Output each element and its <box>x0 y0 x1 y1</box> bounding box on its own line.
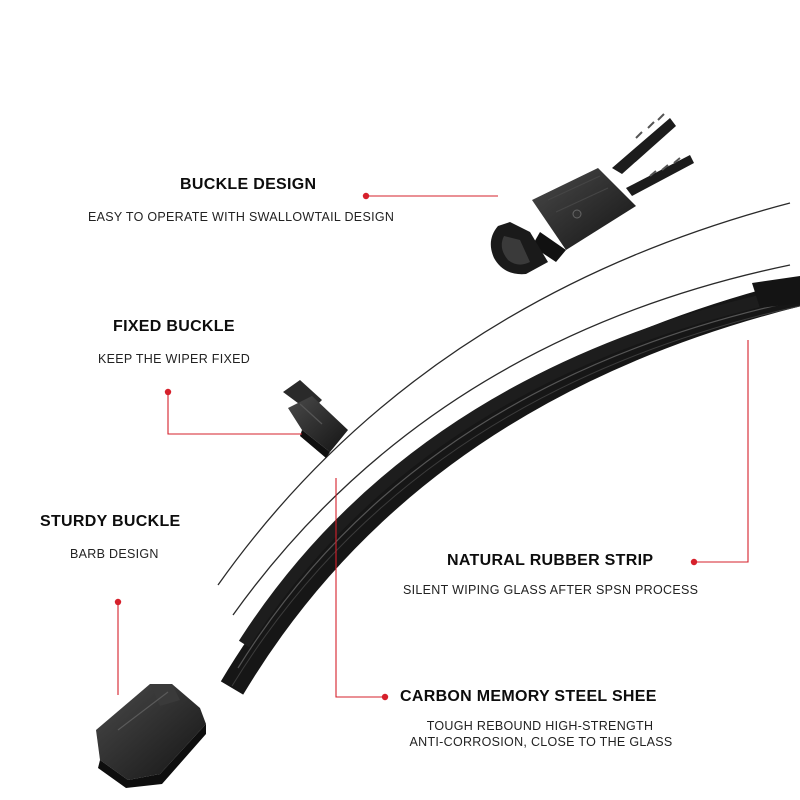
fixed-buckle-title: FIXED BUCKLE <box>113 318 235 335</box>
fixed-buckle-component <box>283 380 348 458</box>
fixed-buckle-subtitle: KEEP THE WIPER FIXED <box>98 352 251 366</box>
sturdy-buckle-component <box>96 684 206 788</box>
sturdy-buckle-title: STURDY BUCKLE <box>40 513 181 530</box>
buckle-design-subtitle: EASY TO OPERATE WITH SWALLOWTAIL DESIGN <box>88 210 395 224</box>
rubber-strip-subtitle: SILENT WIPING GLASS AFTER SPSN PROCESS <box>403 583 699 597</box>
steel-sheet-subtitle-line2: ANTI-CORROSION, CLOSE TO THE GLASS <box>409 735 673 749</box>
steel-leader <box>335 478 382 698</box>
steel-sheet-title: CARBON MEMORY STEEL SHEE <box>400 688 657 705</box>
steel-wire-lower <box>232 264 791 616</box>
buckle-design-title: BUCKLE DESIGN <box>180 176 317 193</box>
buckle-component <box>490 113 694 275</box>
steel-wire-upper <box>217 202 791 586</box>
steel-sheet-subtitle-line1: TOUGH REBOUND HIGH-STRENGTH <box>426 719 654 733</box>
rubber-strip <box>220 276 800 695</box>
rubber-leader <box>694 340 749 563</box>
fixed-leader <box>167 392 302 435</box>
callout-lines <box>117 195 749 698</box>
callout-dots <box>114 192 698 701</box>
sturdy-buckle-subtitle: BARB DESIGN <box>70 547 159 561</box>
rubber-strip-title: NATURAL RUBBER STRIP <box>447 552 654 569</box>
